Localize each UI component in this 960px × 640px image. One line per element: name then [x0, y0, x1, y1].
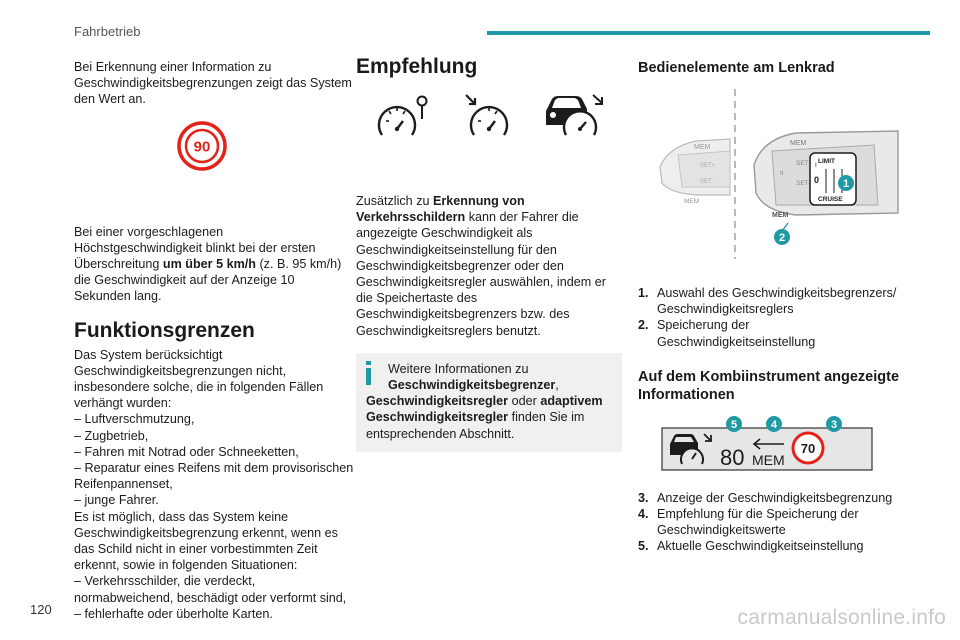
- stalk-label-set-minus: SET-: [796, 180, 810, 187]
- info-text-d: Geschwindigkeitsregler: [366, 394, 509, 409]
- info-note-text: Weitere Informationen zu Geschwindigkeit…: [366, 361, 614, 442]
- page-number: 120: [30, 602, 52, 617]
- car-speedometer-icon: [546, 94, 603, 136]
- stalk-label-zero: 0: [814, 175, 819, 185]
- limits-list-item: – junge Fahrer.: [74, 493, 159, 508]
- stalk-label-set-plus: SET+: [796, 160, 813, 167]
- stalk-left-label-set-minus: SET-: [700, 179, 713, 185]
- recommendation-paragraph: Zusätzlich zu Erkennung von Verkehrsschi…: [356, 193, 622, 339]
- cluster-sign-value: 70: [801, 441, 815, 456]
- stalk-callout-2: 2: [779, 232, 785, 244]
- intro-paragraph: Bei Erkennung einer Information zu Gesch…: [74, 60, 352, 107]
- cluster-callout-5: 5: [731, 419, 737, 431]
- cluster-legend-list: 3. Anzeige der Geschwindigkeitsbegrenzun…: [638, 490, 908, 555]
- stalk-label-mem-bottom: MEM: [772, 212, 789, 219]
- section-heading-cluster: Auf dem Kombiinstrument angezeigte Infor…: [638, 368, 900, 403]
- list-item-number: 1.: [638, 286, 649, 300]
- list-item-text: Auswahl des Geschwindigkeitsbegrenzers/ …: [657, 286, 897, 317]
- info-text-e: oder: [508, 394, 541, 409]
- stalk-label-limit: LIMIT: [818, 158, 835, 165]
- info-text-b: Geschwindigkeitsbegrenzer: [388, 378, 556, 393]
- blink-text-a: Bei einer vorgeschlagenen Höchstgeschwin…: [74, 224, 316, 272]
- column-middle: Empfehlung: [356, 55, 622, 452]
- running-header: Fahrbetrieb: [74, 24, 141, 39]
- instrument-cluster-illustration: 80 MEM 70 5 4 3: [661, 415, 873, 471]
- list-item: 4. Empfehlung für die Speicherung der Ge…: [638, 506, 908, 538]
- cluster-callout-3: 3: [831, 419, 837, 431]
- stalk-left-label-mem: MEM: [694, 144, 711, 151]
- recommendation-text-bold: Erkennung von Verkehrsschildern: [356, 194, 525, 225]
- section-heading-limits: Funktionsgrenzen: [74, 318, 255, 342]
- speedometer-arrow-icon: [465, 94, 509, 136]
- header-accent-bar: [487, 31, 930, 35]
- list-item-text: Speicherung der Geschwindigkeitseinstell…: [657, 318, 816, 349]
- section-heading-controls: Bedienelemente am Lenkrad: [638, 60, 835, 76]
- stalk-label-mem: MEM: [790, 140, 807, 147]
- cluster-speed-value: 80: [720, 445, 744, 470]
- list-item: 3. Anzeige der Geschwindigkeitsbegrenzun…: [638, 490, 908, 506]
- section-heading-recommendation: Empfehlung: [356, 55, 478, 78]
- info-text-f: adaptivem Geschwindigkeitsregler: [366, 394, 603, 425]
- stalk-label-two: II: [780, 170, 784, 177]
- limits-list-item: – Reparatur eines Reifens mit dem provis…: [74, 461, 354, 492]
- limits-list-item: – Fahren mit Notrad oder Schneeketten,: [74, 444, 299, 459]
- recommendation-icons-row: [356, 87, 622, 157]
- detection-list-item: – Verkehrsschilder, die verdeckt, normab…: [74, 574, 347, 605]
- recommendation-text-c: kann der Fahrer die angezeigte Geschwind…: [356, 210, 606, 338]
- stalk-label-one: I: [815, 162, 817, 169]
- blink-text-bold: um über 5 km/h: [162, 257, 256, 272]
- detection-list-item: – fehlerhafte oder überholte Karten.: [74, 606, 273, 621]
- column-left: Bei Erkennung einer Information zu Gesch…: [74, 59, 354, 622]
- controls-legend-list: 1. Auswahl des Geschwindigkeitsbegrenzer…: [638, 285, 908, 350]
- recommendation-text-a: Zusätzlich zu: [356, 194, 433, 208]
- watermark: carmanualsonline.info: [737, 606, 946, 629]
- cluster-mem-label: MEM: [752, 452, 785, 468]
- cluster-figure: 80 MEM 70 5 4 3: [638, 414, 908, 478]
- detection-paragraph: Es ist möglich, dass das System keine Ge…: [74, 509, 338, 573]
- column-right: Bedienelemente am Lenkrad MEM SET+ SET- …: [638, 55, 908, 555]
- cluster-callout-4: 4: [771, 419, 778, 431]
- list-item-number: 2.: [638, 318, 649, 333]
- list-item: 5. Aktuelle Geschwindigkeitseinstellung: [638, 538, 908, 554]
- list-item-text: Empfehlung für die Speicherung der Gesch…: [657, 507, 859, 538]
- speed-sign-figure: 90: [74, 108, 354, 182]
- info-text-g: finden Sie im entsprechenden Abschnitt.: [366, 410, 585, 441]
- steering-stalk-illustration: MEM SET+ SET- MEM MEM SET+ SET- II LIMIT…: [659, 89, 899, 259]
- blink-text-c: (z. B. 95 km/h) die Geschwindigkeit auf …: [74, 257, 342, 304]
- info-note-box: Weitere Informationen zu Geschwindigkeit…: [356, 352, 622, 452]
- list-item-text: Aktuelle Geschwindigkeitseinstellung: [657, 539, 864, 554]
- list-item-number: 4.: [638, 507, 649, 522]
- speed-sign-value: 90: [194, 138, 211, 155]
- blink-paragraph: Bei einer vorgeschlagenen Höchstgeschwin…: [74, 224, 354, 305]
- list-item-text: Anzeige der Geschwindigkeitsbegrenzung: [657, 490, 893, 505]
- steering-stalk-figure: MEM SET+ SET- MEM MEM SET+ SET- II LIMIT…: [638, 83, 908, 263]
- list-item: 2. Speicherung der Geschwindigkeitseinst…: [638, 317, 908, 349]
- stalk-callout-1: 1: [843, 178, 849, 190]
- limits-list-item: – Luftverschmutzung,: [74, 412, 195, 427]
- limits-list-item: – Zugbetrieb,: [74, 428, 149, 443]
- list-item-number: 3.: [638, 490, 649, 505]
- list-item: 1. Auswahl des Geschwindigkeitsbegrenzer…: [638, 285, 908, 317]
- stalk-left-label-set-plus: SET+: [700, 163, 716, 169]
- info-text-a: Weitere Informationen zu: [388, 361, 529, 376]
- list-item-number: 5.: [638, 539, 649, 554]
- info-icon: [366, 360, 371, 385]
- speed-limit-sign-icon: 90: [177, 120, 227, 171]
- speedometer-pin-icon: [377, 95, 428, 136]
- stalk-label-cruise: CRUISE: [818, 196, 843, 203]
- limits-paragraph: Das System berücksichtigt Geschwindigkei…: [74, 347, 324, 411]
- stalk-left-label-mem-bottom: MEM: [684, 198, 699, 205]
- info-text-c: ,: [555, 378, 559, 393]
